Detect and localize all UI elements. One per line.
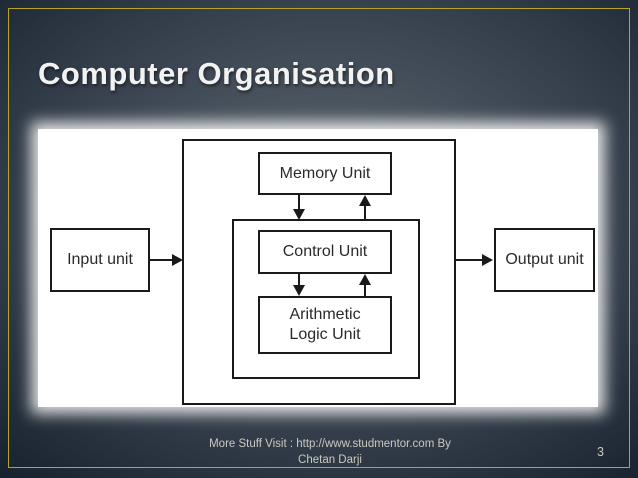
footer-line2: Chetan Darji	[298, 453, 362, 466]
output-unit-box: Output unit	[494, 228, 595, 292]
arrow-memory-to-cpu	[293, 195, 305, 220]
input-unit-box: Input unit	[50, 228, 150, 292]
diagram-panel: Input unit Memory Unit Control Unit Arit…	[38, 129, 598, 407]
footer: More Stuff Visit : http://www.studmentor…	[99, 437, 561, 468]
control-unit-box: Control Unit	[258, 230, 392, 274]
memory-unit-label: Memory Unit	[279, 164, 371, 182]
arrow-control-to-alu	[293, 274, 305, 296]
arrow-cpu-to-memory	[359, 195, 371, 219]
diagram-arrows	[150, 195, 493, 296]
arithmetic-logic-unit-box: Arithmetic Logic Unit	[258, 296, 392, 354]
control-unit-label: Control Unit	[282, 243, 368, 260]
output-unit-label: Output unit	[505, 251, 584, 268]
slide-title: Computer Organisation	[38, 56, 395, 91]
page-number: 3	[597, 445, 604, 459]
footer-line1: More Stuff Visit : http://www.studmentor…	[209, 438, 451, 450]
memory-unit-box: Memory Unit	[258, 152, 392, 195]
system-boundary-box	[182, 139, 456, 405]
alu-label-line1: Arithmetic	[289, 306, 361, 323]
cpu-boundary-box	[232, 219, 420, 379]
arrow-system-to-output	[456, 254, 493, 266]
input-unit-label: Input unit	[67, 251, 133, 268]
arrow-input-to-system	[150, 254, 183, 266]
arrow-alu-to-control	[359, 274, 371, 296]
alu-label-line2: Logic Unit	[289, 326, 361, 343]
